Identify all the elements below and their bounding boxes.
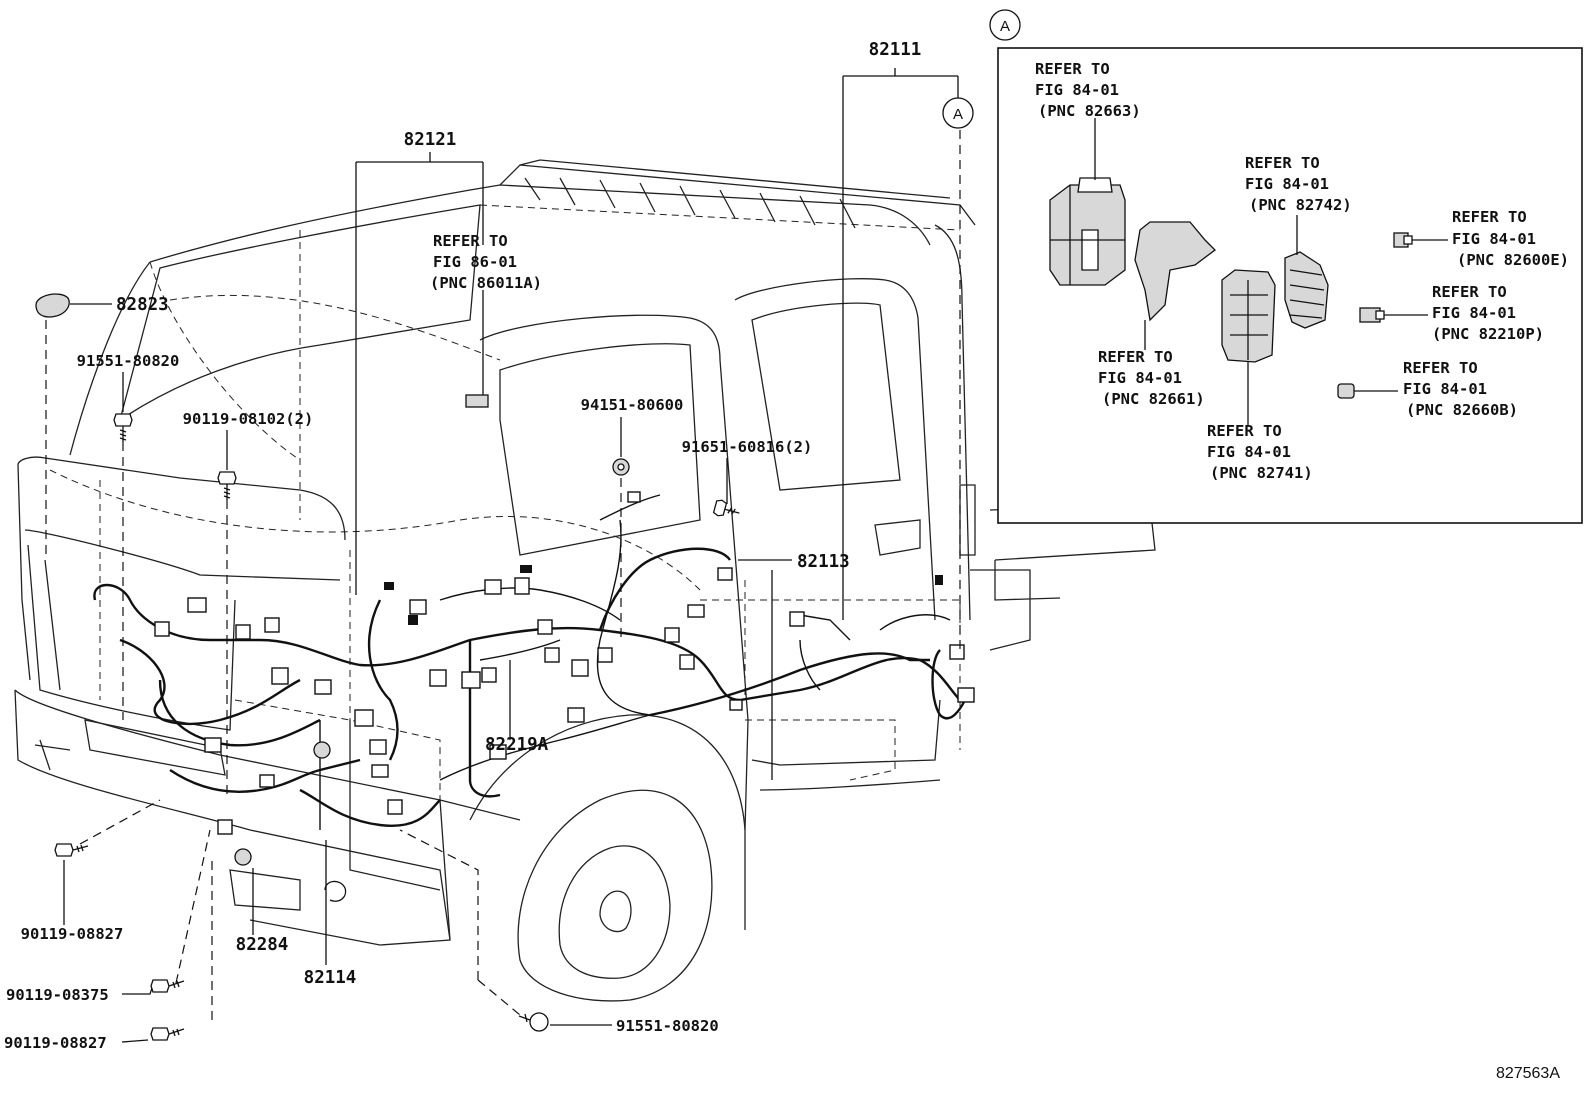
clip-94151-80600-label: 94151-80600 — [581, 396, 684, 414]
leader-lines — [45, 68, 961, 1043]
refer-82742-line2: FIG 84-01 — [1245, 175, 1329, 193]
relay-box-82663-icon — [1049, 177, 1126, 286]
refer-82660B-line2: FIG 84-01 — [1403, 380, 1487, 398]
relay-82210P-icon — [1359, 307, 1385, 323]
detail-callout-a-tag-label: A — [1000, 18, 1010, 35]
part-82113-label: 82113 — [797, 552, 850, 572]
refer-86011A-line2: FIG 86-01 — [433, 253, 517, 271]
cover-82661-icon — [1134, 221, 1216, 322]
bolt-90119-08827-b-label: 90119-08827 — [4, 1034, 107, 1052]
truck-cab-outline — [14, 159, 1156, 1002]
figure-id: 827563A — [1496, 1065, 1560, 1082]
part-82111-label: 82111 — [869, 40, 922, 60]
refer-82742-line1: REFER TO — [1245, 154, 1320, 172]
part-82219A-label: 82219A — [485, 735, 549, 755]
part-82121-label: 82121 — [404, 130, 457, 150]
refer-82210P-line2: FIG 84-01 — [1432, 304, 1516, 322]
refer-82741-line3: (PNC 82741) — [1210, 464, 1313, 482]
part-82823-label: 82823 — [116, 295, 169, 315]
part-82284-label: 82284 — [236, 935, 289, 955]
clip-91551-80820-bottom-label: 91551-80820 — [616, 1017, 719, 1035]
detail-callout-a-tag: A — [989, 9, 1021, 41]
refer-82741-line1: REFER TO — [1207, 422, 1282, 440]
refer-86011A-line1: REFER TO — [433, 232, 508, 250]
relay-82660B-icon — [1337, 383, 1355, 399]
refer-82210P-line1: REFER TO — [1432, 283, 1507, 301]
refer-82600E-line2: FIG 84-01 — [1452, 230, 1536, 248]
refer-82600E-line3: (PNC 82600E) — [1457, 251, 1569, 269]
bolt-91551-80820-top-label: 91551-80820 — [77, 352, 180, 370]
part-82114-label: 82114 — [304, 968, 357, 988]
bolt-90119-08102-label: 90119-08102(2) — [183, 410, 314, 428]
bolt-90119-08827-a-label: 90119-08827 — [21, 925, 124, 943]
bolt-90119-08375-label: 90119-08375 — [6, 986, 109, 1004]
relay-block-82741-icon — [1221, 269, 1276, 363]
refer-82663-line3: (PNC 82663) — [1038, 102, 1141, 120]
refer-82600E-line1: REFER TO — [1452, 208, 1527, 226]
refer-86011A-line3: (PNC 86011A) — [430, 274, 542, 292]
part-labels: 82111 82121 82823 82113 82219A 82284 821… — [4, 40, 1569, 1082]
fuse-block-82742-icon — [1284, 251, 1329, 329]
refer-82210P-line3: (PNC 82210P) — [1432, 325, 1544, 343]
callout-a-marker-label: A — [953, 106, 963, 123]
callout-a-marker: A — [942, 97, 974, 129]
refer-82663-line1: REFER TO — [1035, 60, 1110, 78]
detail-box-a — [997, 47, 1583, 524]
wire-harness — [93, 491, 975, 835]
refer-82742-line3: (PNC 82742) — [1249, 196, 1352, 214]
fastener-icons — [35, 293, 740, 1041]
refer-82741-line2: FIG 84-01 — [1207, 443, 1291, 461]
refer-82660B-line3: (PNC 82660B) — [1406, 401, 1518, 419]
bolt-91651-60816-label: 91651-60816(2) — [682, 438, 813, 456]
refer-82661-line1: REFER TO — [1098, 348, 1173, 366]
refer-82660B-line1: REFER TO — [1403, 359, 1478, 377]
refer-82661-line3: (PNC 82661) — [1102, 390, 1205, 408]
refer-82661-line2: FIG 84-01 — [1098, 369, 1182, 387]
refer-82663-line2: FIG 84-01 — [1035, 81, 1119, 99]
